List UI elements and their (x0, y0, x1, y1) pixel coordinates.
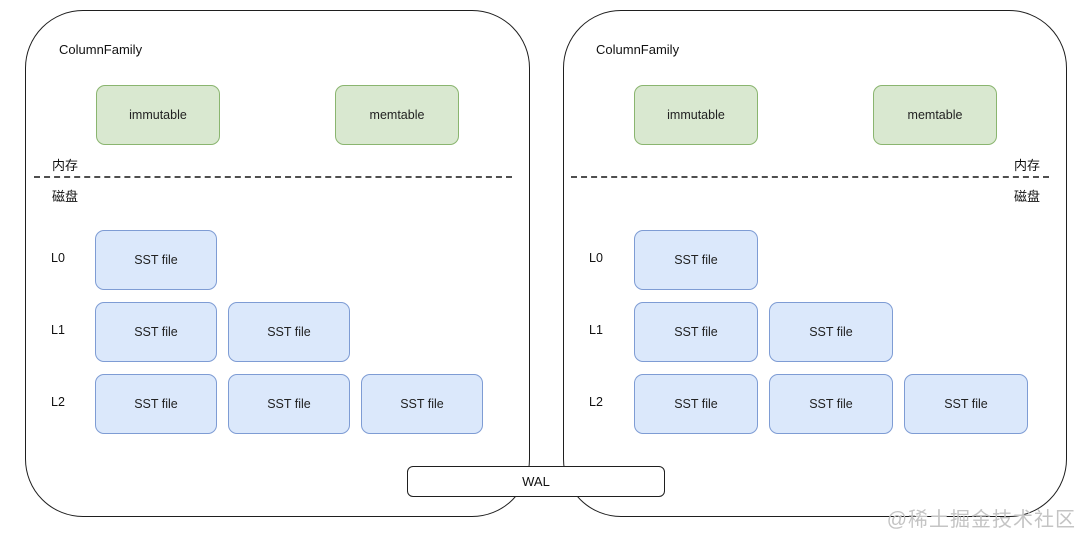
sst-file-box: SST file (769, 374, 893, 434)
memory-disk-divider (571, 176, 1049, 178)
memtable-box: memtable (873, 85, 997, 145)
immutable-memtable-box: immutable (634, 85, 758, 145)
panel-title: ColumnFamily (59, 42, 143, 57)
sst-file-box: SST file (634, 230, 758, 290)
sst-file-box: SST file (769, 302, 893, 362)
column-family-panel-left: ColumnFamily immutable memtable 内存 磁盘 L0… (25, 10, 530, 517)
sst-file-box: SST file (95, 302, 217, 362)
sst-file-box: SST file (361, 374, 483, 434)
wal-box: WAL (407, 466, 665, 497)
memory-zone-label: 内存 (1013, 158, 1040, 173)
memory-disk-divider (34, 176, 512, 178)
immutable-memtable-box: immutable (96, 85, 220, 145)
disk-zone-label: 磁盘 (1013, 189, 1040, 204)
panel-title: ColumnFamily (596, 42, 680, 57)
memtable-box: memtable (335, 85, 459, 145)
level-label-l2: L2 (589, 395, 603, 409)
watermark: @稀土掘金技术社区 (886, 509, 1076, 531)
level-label-l2: L2 (51, 395, 65, 409)
level-label-l1: L1 (589, 323, 603, 337)
wal-label: WAL (522, 474, 550, 489)
sst-file-box: SST file (95, 230, 217, 290)
sst-file-box: SST file (634, 374, 758, 434)
level-label-l1: L1 (51, 323, 65, 337)
sst-file-box: SST file (904, 374, 1028, 434)
disk-zone-label: 磁盘 (52, 189, 79, 204)
level-label-l0: L0 (51, 251, 65, 265)
sst-file-box: SST file (228, 374, 350, 434)
sst-file-box: SST file (634, 302, 758, 362)
memory-zone-label: 内存 (52, 158, 79, 173)
sst-file-box: SST file (95, 374, 217, 434)
sst-file-box: SST file (228, 302, 350, 362)
column-family-panel-right: ColumnFamily immutable memtable 内存 磁盘 L0… (563, 10, 1067, 517)
level-label-l0: L0 (589, 251, 603, 265)
